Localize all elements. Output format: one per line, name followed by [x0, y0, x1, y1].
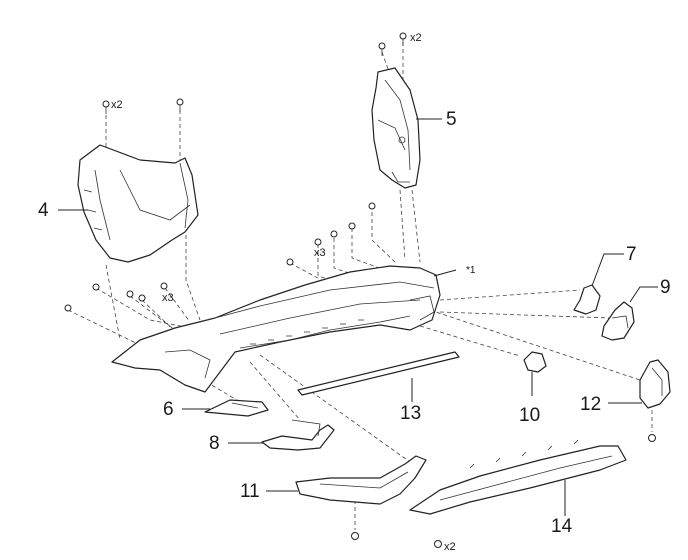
part-7-reflector-right: [573, 284, 601, 315]
assembly-guide-lines: [67, 42, 653, 530]
part-14-lower-spoiler: [409, 439, 627, 515]
part-12-lower-end-right: [639, 359, 671, 409]
callout-6: 6: [163, 399, 174, 420]
callout-9: 9: [660, 277, 671, 298]
part-6-reflector-left: [204, 399, 269, 417]
part-13-lower-strip: [297, 351, 460, 396]
quantity-label-top-right: x2: [410, 32, 422, 44]
bumper-note-marker: *1: [466, 265, 476, 276]
part-11-lower-moulding-left: [295, 455, 427, 505]
part-9-garnish-right: [601, 301, 635, 341]
part-8-garnish-left: [261, 419, 335, 451]
callout-14: 14: [551, 516, 573, 537]
part-5-bracket: [371, 67, 421, 189]
quantity-label-left: x3: [162, 292, 174, 304]
callout-7: 7: [626, 244, 637, 265]
callout-leader-lines: [58, 118, 658, 516]
part-4-upper-side-panel: [77, 144, 199, 263]
screw-fasteners: [64, 32, 656, 548]
quantity-label-top-left: x2: [111, 99, 123, 111]
callout-5: 5: [446, 109, 457, 130]
callout-12: 12: [580, 394, 602, 415]
rear-bumper-cover: [111, 265, 441, 393]
callout-13: 13: [400, 403, 422, 424]
part-10-clip-cover: [523, 351, 547, 373]
quantity-label-bottom: x2: [444, 541, 456, 553]
callout-11: 11: [240, 481, 260, 502]
quantity-label-mid: x3: [314, 247, 326, 259]
callout-4: 4: [38, 200, 49, 221]
callout-10: 10: [519, 405, 541, 426]
callout-8: 8: [209, 433, 220, 454]
